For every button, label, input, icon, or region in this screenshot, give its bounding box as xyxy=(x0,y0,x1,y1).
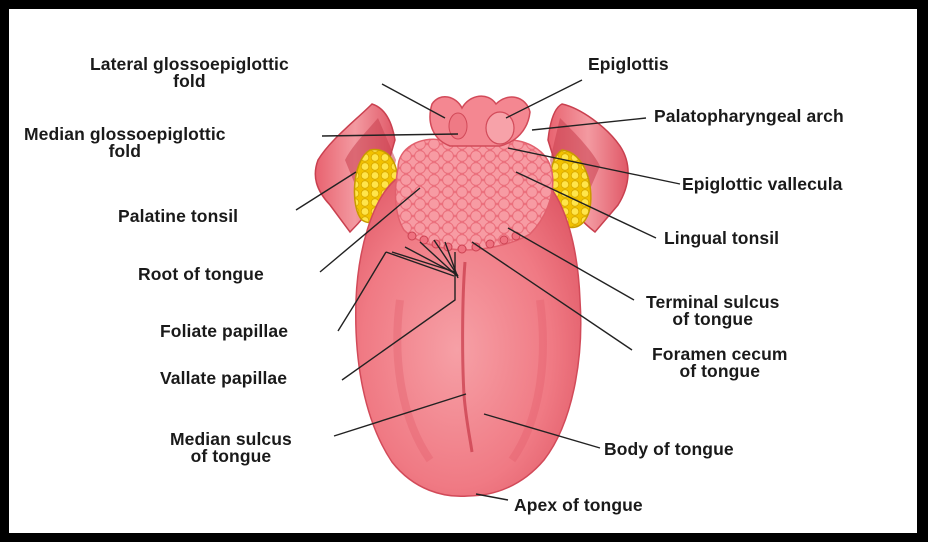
label-epiglottic-vallecula-text: Epiglottic vallecula xyxy=(682,176,843,193)
label-apex-of-tongue: Apex of tongue xyxy=(514,497,643,514)
label-lingual-tonsil: Lingual tonsil xyxy=(664,230,779,247)
label-vallate-papillae-text: Vallate papillae xyxy=(160,370,287,387)
label-lateral-line2: fold xyxy=(90,73,289,90)
label-lingual-tonsil-text: Lingual tonsil xyxy=(664,230,779,247)
label-foramen-cecum-line2: of tongue xyxy=(652,363,788,380)
label-vallate-papillae: Vallate papillae xyxy=(160,370,287,387)
label-foliate-papillae-text: Foliate papillae xyxy=(160,323,288,340)
label-epiglottis-text: Epiglottis xyxy=(588,56,669,73)
label-foramen-cecum: Foramen cecum of tongue xyxy=(652,346,788,380)
label-palatine-tonsil: Palatine tonsil xyxy=(118,208,238,225)
label-lateral-glossoepiglottic-fold: Lateral glossoepiglottic fold xyxy=(90,56,289,90)
label-palatine-tonsil-text: Palatine tonsil xyxy=(118,208,238,225)
label-median-sulcus: Median sulcus of tongue xyxy=(170,431,292,465)
label-foliate-papillae: Foliate papillae xyxy=(160,323,288,340)
label-median-sulcus-line2: of tongue xyxy=(170,448,292,465)
label-root-of-tongue-text: Root of tongue xyxy=(138,266,264,283)
label-root-of-tongue: Root of tongue xyxy=(138,266,264,283)
label-palatopharyngeal-arch-text: Palatopharyngeal arch xyxy=(654,108,844,125)
label-terminal-sulcus-line2: of tongue xyxy=(646,311,779,328)
label-median-glossoepiglottic-fold: Median glossoepiglottic fold xyxy=(24,126,226,160)
label-body-of-tongue: Body of tongue xyxy=(604,441,734,458)
label-terminal-sulcus: Terminal sulcus of tongue xyxy=(646,294,779,328)
label-epiglottis: Epiglottis xyxy=(588,56,669,73)
label-epiglottic-vallecula: Epiglottic vallecula xyxy=(682,176,843,193)
label-apex-of-tongue-text: Apex of tongue xyxy=(514,497,643,514)
label-median-line2: fold xyxy=(24,143,226,160)
label-palatopharyngeal-arch: Palatopharyngeal arch xyxy=(654,108,844,125)
epiglottis-shape xyxy=(430,96,530,146)
lingual-tonsil-area xyxy=(396,139,553,250)
label-body-of-tongue-text: Body of tongue xyxy=(604,441,734,458)
